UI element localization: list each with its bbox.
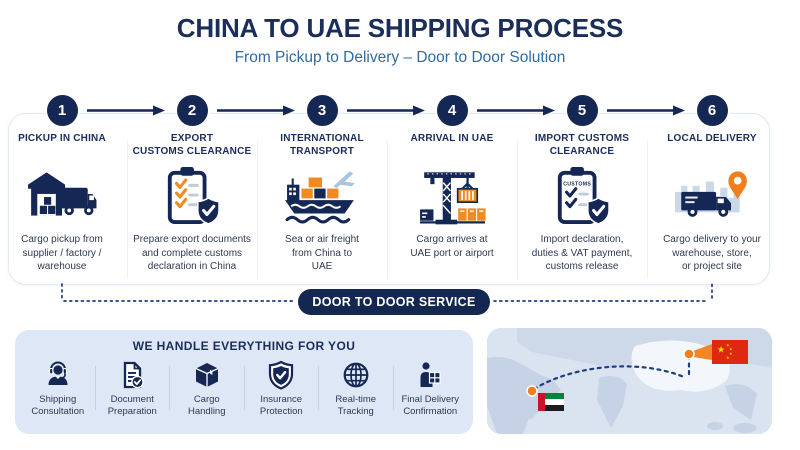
arrow-right-icon [87,105,165,116]
step-6-column: LOCAL DELIVERY Cargo delivery to your wa… [648,133,776,274]
route-dotted-line [532,355,691,391]
step-1-description: Cargo pickup from supplier / factory / w… [21,234,103,272]
step-2-number: 2 [176,95,208,126]
asia-map: ★ ★ ★ ★ ★ [487,328,772,434]
courier-box-icon [415,358,445,390]
origin-dot [683,348,695,360]
step-4-title: ARRIVAL IN UAE [410,133,494,144]
port-crane-containers-icon [418,163,486,229]
step-4-column: ARRIVAL IN UAE [388,133,516,260]
svg-text:★: ★ [729,347,733,352]
service-item-cargo-handling: Cargo Handling [170,358,244,424]
column-divider [127,140,128,278]
uae-flag [538,393,564,411]
warehouse-truck-icon [27,163,97,229]
step-2-title: EXPORT CUSTOMS CLEARANCE [132,133,252,157]
column-divider [387,140,388,278]
step-5-title: IMPORT CUSTOMS CLEARANCE [534,133,630,157]
step-5-number: 5 [566,95,598,126]
service-item-insurance-protection: Insurance Protection [245,358,319,424]
step-3-number: 3 [306,95,338,126]
services-title: WE HANDLE EVERYTHING FOR YOU [132,339,356,353]
service-label: Shipping Consultation [31,394,85,417]
service-label: Document Preparation [107,394,157,417]
page-subtitle: From Pickup to Delivery – Door to Door S… [234,49,566,66]
step-1-column: PICKUP IN CHINA Cargo pickup from suppli… [0,133,126,274]
service-label: Real-time Tracking [335,394,377,417]
service-label: Cargo Handling [188,394,226,417]
service-divider [94,366,96,410]
step-6-description: Cargo delivery to your warehouse, store,… [663,234,761,272]
service-label: Final Delivery Confirmation [401,394,460,417]
service-divider [392,366,394,410]
customs-label: CUSTOMS [563,181,591,187]
service-divider [169,366,170,410]
flag-pointer [693,344,712,360]
step-1-title: PICKUP IN CHINA [18,133,106,144]
cargo-ship-airplane-icon [285,163,359,229]
column-divider [257,140,258,278]
column-divider [647,140,648,278]
service-divider [243,366,245,410]
service-divider [318,366,319,410]
package-box-icon [192,358,222,390]
service-item-document-preparation: Document Preparation [96,358,170,424]
door-to-door-service-badge: DOOR TO DOOR SERVICE [298,289,490,315]
door-to-door-dotted-line [61,283,713,302]
step-3-description: Sea or air freight from China to UAE [285,234,359,272]
page-title: CHINA TO UAE SHIPPING PROCESS [176,13,624,43]
china-uae-route-map: ★ ★ ★ ★ ★ [487,328,772,434]
export-clipboard-shield-icon [164,163,220,229]
arrow-right-icon [477,105,555,116]
service-label: Insurance Protection [259,394,303,417]
step-5-column: IMPORT CUSTOMS CLEARANCE CUSTOMS Import … [518,133,646,274]
step-2-column: EXPORT CUSTOMS CLEARANCE Prepare export … [128,133,256,274]
step-2-description: Prepare export documents and complete cu… [133,234,251,272]
services-panel: WE HANDLE EVERYTHING FOR YOU Shipping Co… [15,330,473,434]
customs-clipboard-shield-icon: CUSTOMS [554,163,610,229]
step-1-number: 1 [46,95,78,126]
shield-check-icon [266,358,296,390]
china-flag: ★ ★ ★ ★ ★ [712,340,748,364]
column-divider [517,140,518,278]
arrow-right-icon [217,105,295,116]
svg-text:★: ★ [726,343,730,348]
step-3-column: INTERNATIONAL TRANSPORT Sea or air freig… [258,133,386,274]
service-item-final-delivery-confirmation: Final Delivery Confirmation [394,358,468,424]
delivery-truck-location-pin-icon [673,163,751,229]
arrow-right-icon [607,105,685,116]
service-item-shipping-consultation: Shipping Consultation [21,358,95,424]
globe-icon [341,358,371,390]
service-item-realtime-tracking: Real-time Tracking [319,358,393,424]
step-4-number: 4 [436,95,468,126]
services-row: Shipping Consultation Document Preparat [15,358,473,424]
destination-dot [526,385,538,397]
step-4-description: Cargo arrives at UAE port or airport [410,234,494,259]
headset-agent-icon [43,358,73,390]
svg-text:★: ★ [729,351,733,356]
arrow-right-icon [347,105,425,116]
svg-text:★: ★ [717,346,725,356]
document-check-icon [117,358,147,390]
process-card [8,113,770,285]
svg-text:★: ★ [726,355,730,360]
step-6-title: LOCAL DELIVERY [667,133,757,144]
step-6-number: 6 [696,95,728,126]
step-5-description: Import declaration, duties & VAT payment… [531,234,633,272]
step-3-title: INTERNATIONAL TRANSPORT [280,133,364,157]
